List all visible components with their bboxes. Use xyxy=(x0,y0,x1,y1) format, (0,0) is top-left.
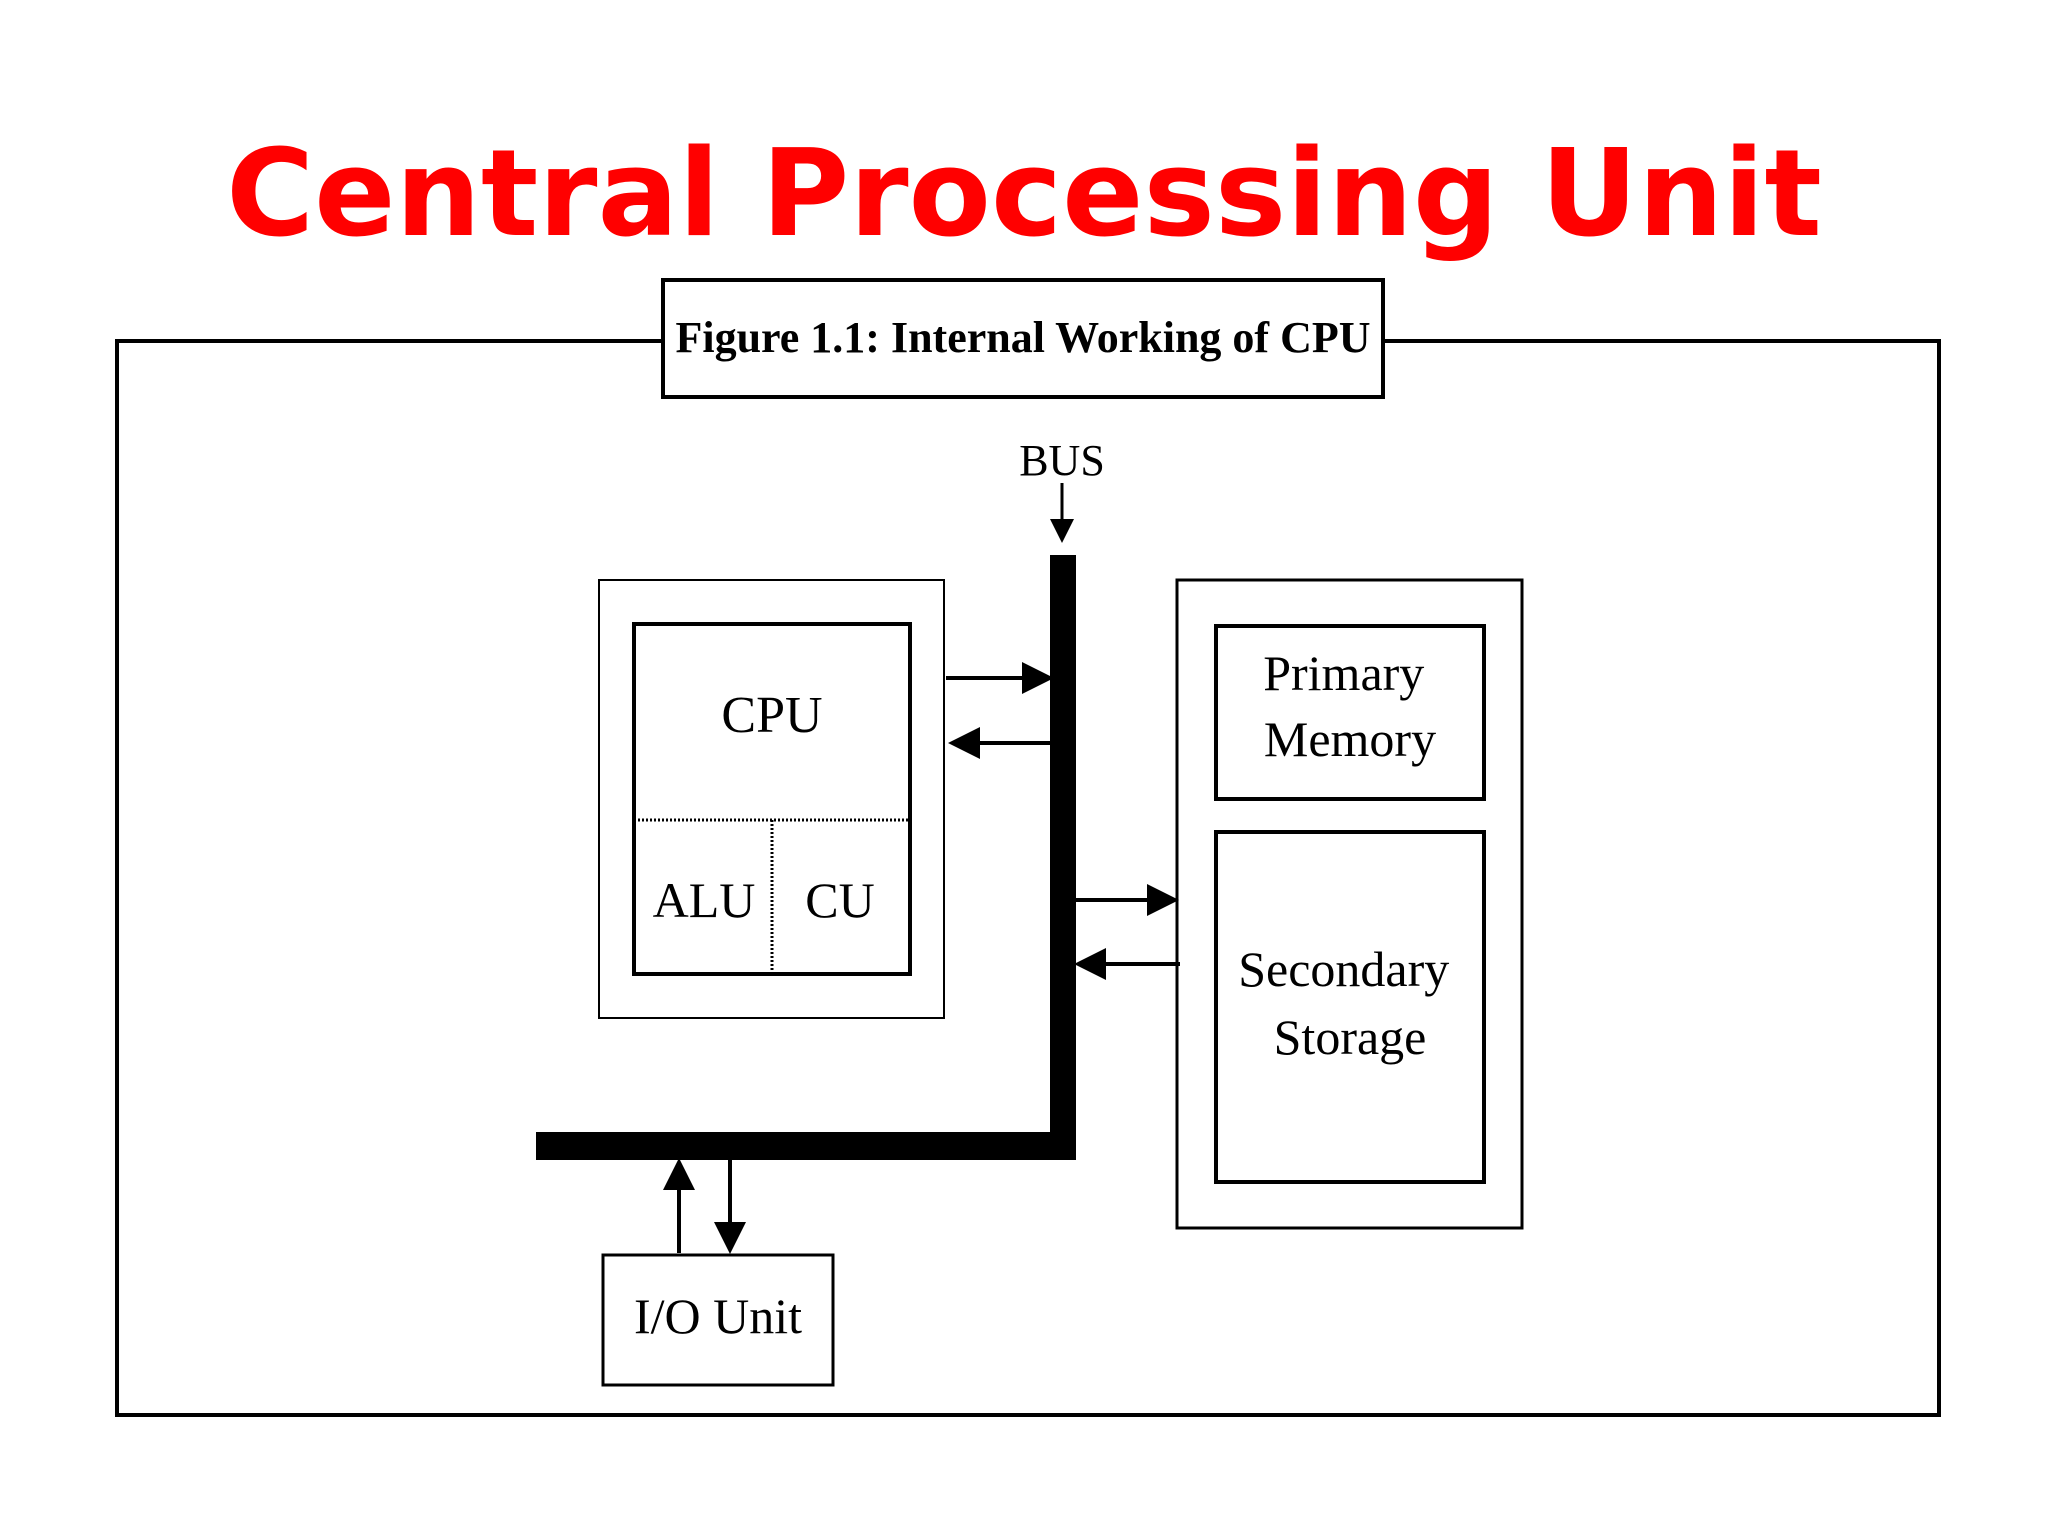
figure-caption-box xyxy=(661,278,1385,399)
io-unit-label: I/O Unit xyxy=(634,1288,802,1344)
system-bus-vertical xyxy=(1050,555,1076,1160)
secondary-storage-box xyxy=(1214,830,1486,1184)
secondary-storage-label-line1: Secondary xyxy=(1238,941,1449,997)
secondary-storage-label: Secondary Storage xyxy=(1238,941,1462,1065)
primary-memory-label-line1: Primary xyxy=(1263,645,1424,701)
bus-label: BUS xyxy=(1019,436,1105,485)
secondary-storage-label-line2: Storage xyxy=(1274,1009,1427,1065)
primary-memory-box xyxy=(1214,624,1486,801)
slide-title: Central Processing Unit xyxy=(226,125,1822,264)
primary-memory-label-line2: Memory xyxy=(1264,711,1436,767)
alu-label: ALU xyxy=(653,872,756,928)
figure-frame xyxy=(115,339,1941,1417)
cpu-outer-box xyxy=(598,579,945,1019)
primary-memory-label: Primary Memory xyxy=(1263,645,1437,767)
io-unit-box xyxy=(601,1253,835,1387)
system-bus-horizontal xyxy=(536,1132,1076,1160)
figure-caption: Figure 1.1: Internal Working of CPU xyxy=(675,313,1370,362)
cpu-label: CPU xyxy=(721,687,822,744)
cu-label: CU xyxy=(805,872,874,928)
